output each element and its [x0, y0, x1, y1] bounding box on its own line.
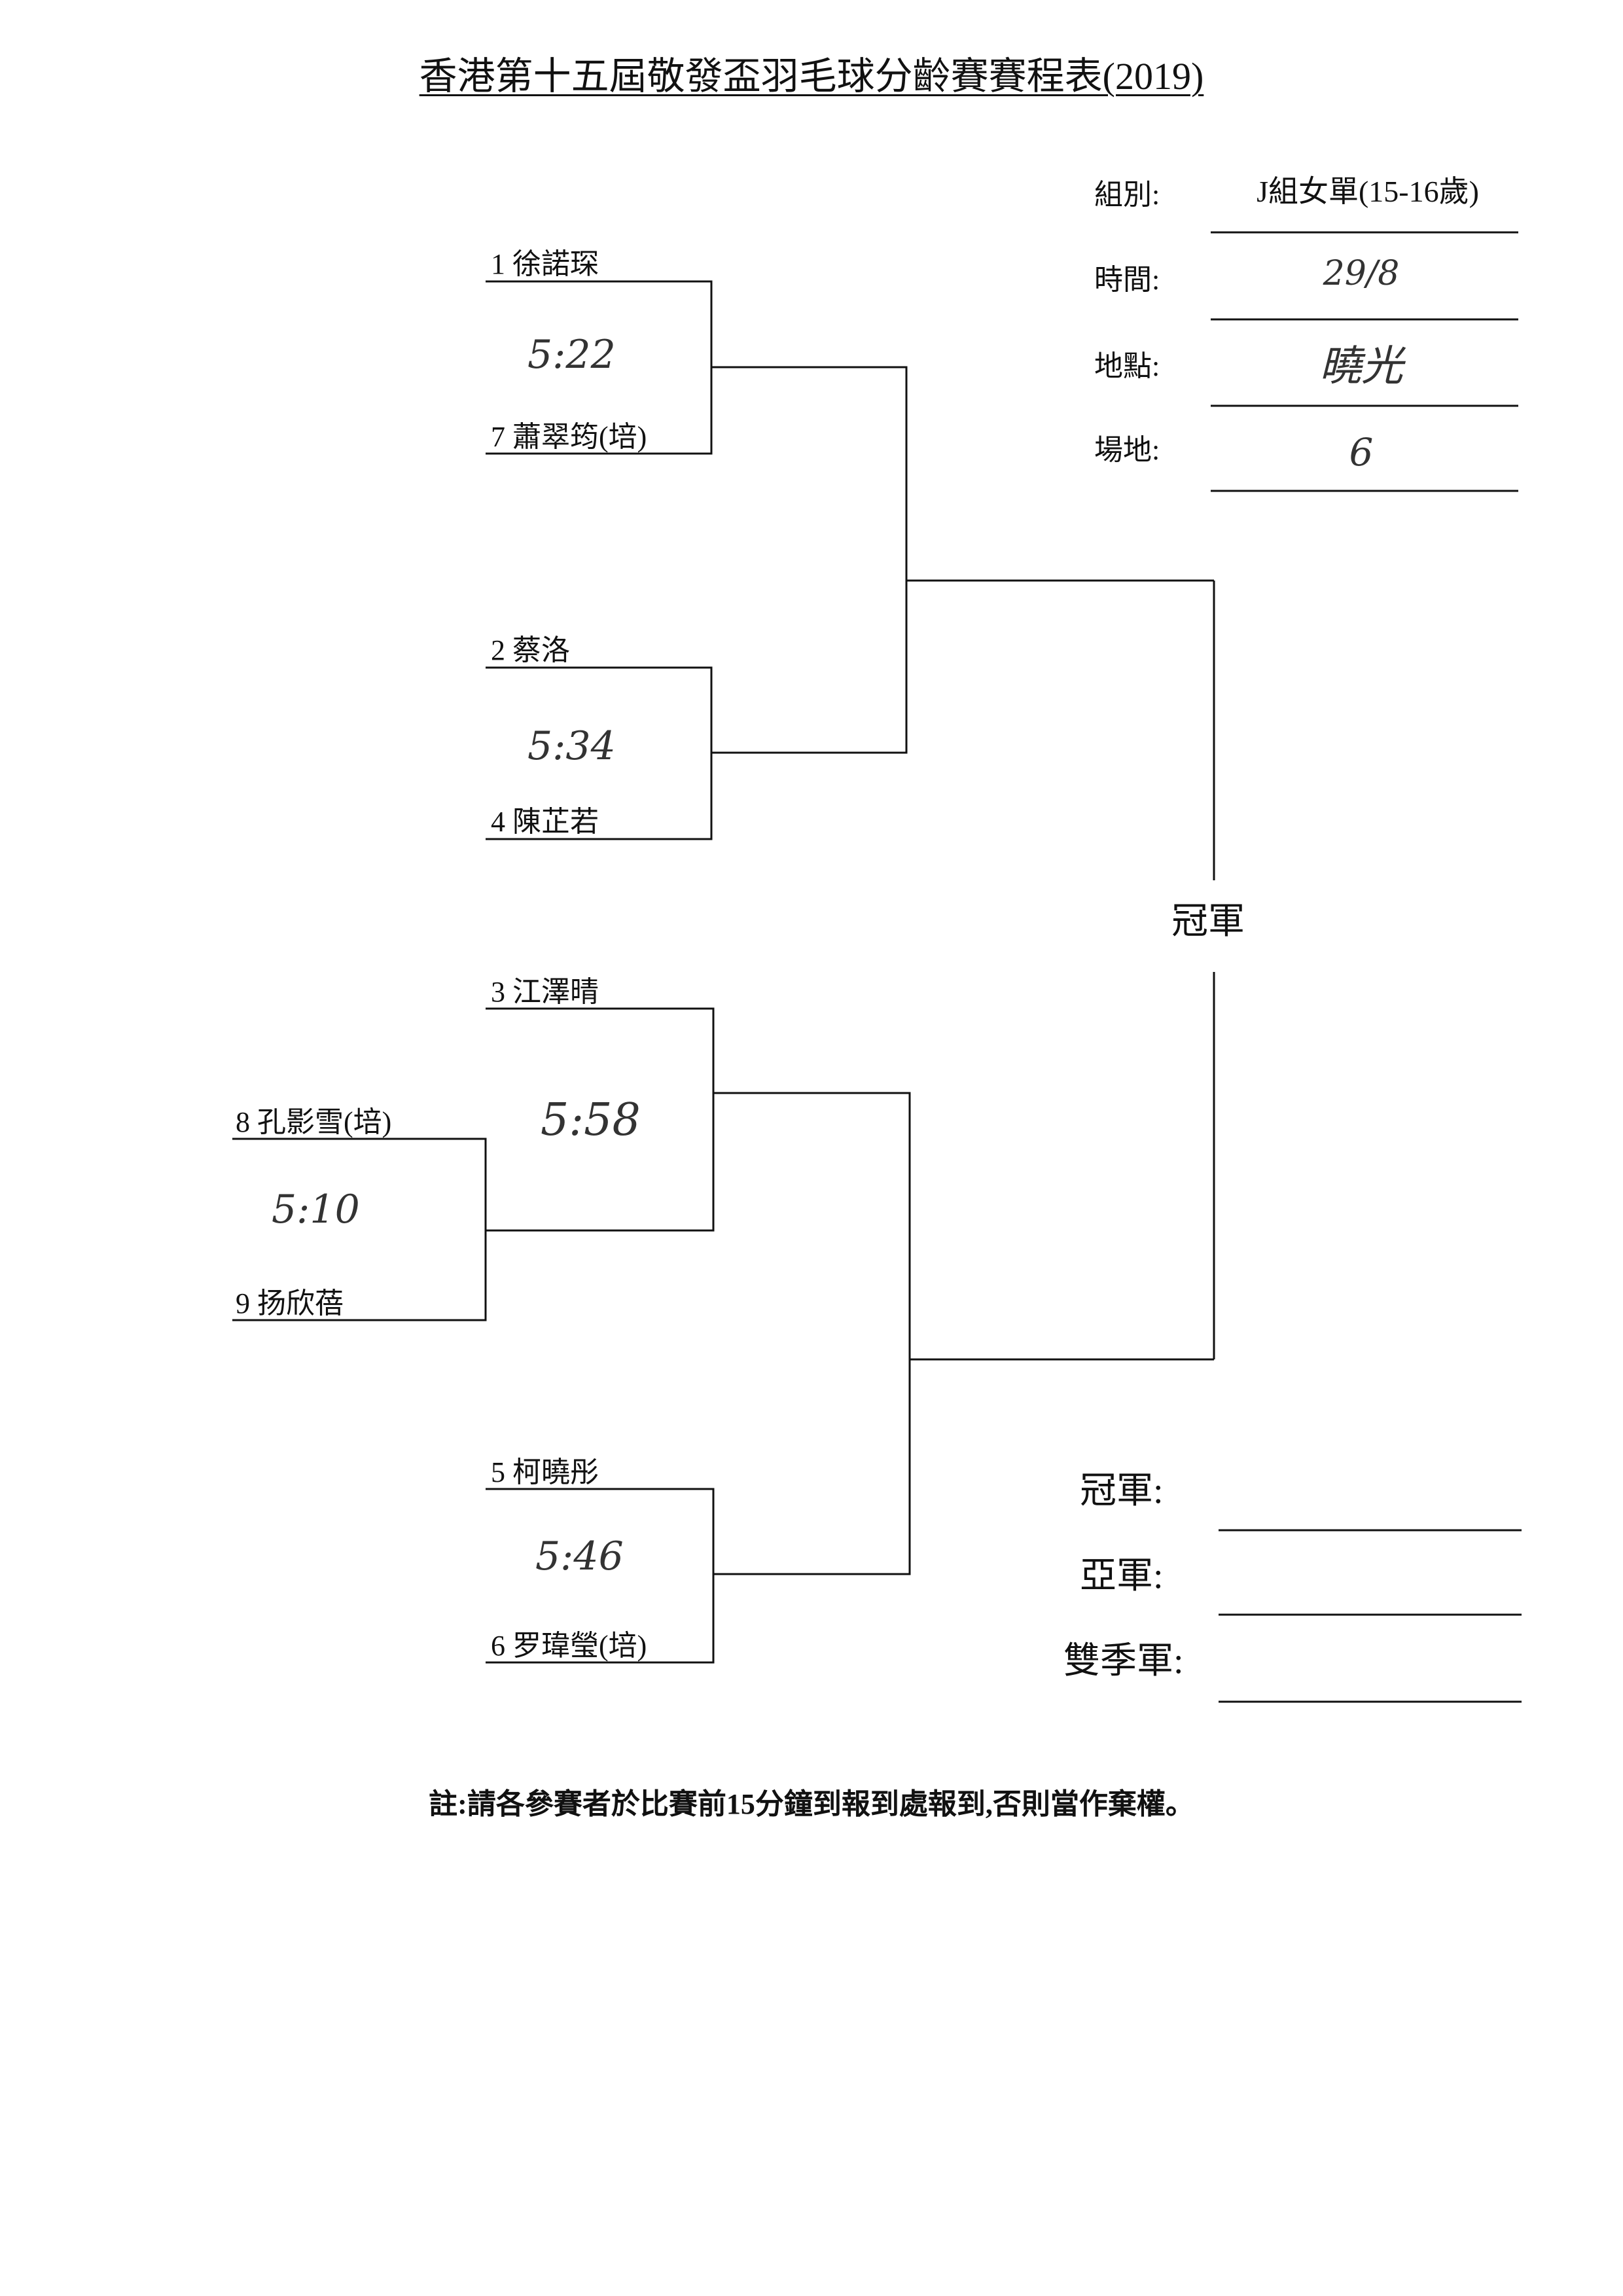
player-3: 3 江澤晴 — [491, 976, 599, 1008]
match-time-2-4: 5:34 — [527, 723, 616, 769]
group-label: 組別: — [1094, 179, 1160, 211]
player-2: 2 蔡洛 — [491, 634, 570, 666]
semi-bottom-bracket — [713, 1092, 911, 1575]
page-title: 香港第十五屆敬發盃羽毛球分齡賽賽程表(2019) — [0, 54, 1623, 99]
page-title-text: 香港第十五屆敬發盃羽毛球分齡賽賽程表(2019) — [419, 55, 1204, 98]
player-9: 9 扬欣蓓 — [236, 1287, 344, 1319]
result-runner-up-label: 亞軍: — [1080, 1556, 1164, 1596]
player-4: 4 陳芷若 — [491, 806, 599, 838]
group-value: J組女單(15-16歲) — [1257, 175, 1479, 208]
court-value: 6 — [1349, 430, 1374, 475]
player-5: 5 柯曉彤 — [491, 1456, 599, 1488]
venue-value: 曉光 — [1319, 342, 1403, 391]
match-time-1-7: 5:22 — [527, 332, 616, 378]
semi-top-bracket — [711, 366, 908, 754]
bracket-champion-label: 冠軍 — [1171, 901, 1245, 942]
match-time-3-w: 5:58 — [541, 1094, 641, 1146]
player-1: 1 徐諾琛 — [491, 248, 599, 280]
player-6: 6 罗瑋瑩(培) — [491, 1630, 647, 1662]
footer-note: 註:請各參賽者於比賽前15分鐘到報到處報到,否則當作棄權。 — [429, 1788, 1194, 1820]
player-7: 7 蕭翠筠(培) — [491, 421, 647, 453]
match-time-5-6: 5:46 — [535, 1534, 624, 1579]
result-champion-label: 冠軍: — [1080, 1471, 1164, 1511]
venue-label: 地點: — [1094, 350, 1160, 382]
time-value: 29/8 — [1323, 254, 1400, 293]
time-label: 時間: — [1094, 264, 1160, 296]
match-5-6-bracket — [486, 1488, 715, 1664]
court-label: 場地: — [1094, 434, 1160, 466]
match-time-8-9: 5:10 — [272, 1187, 360, 1232]
player-8: 8 孔影雪(培) — [236, 1106, 392, 1138]
match-3-w-bracket — [486, 1007, 715, 1232]
result-third-label: 雙季軍: — [1063, 1641, 1184, 1681]
